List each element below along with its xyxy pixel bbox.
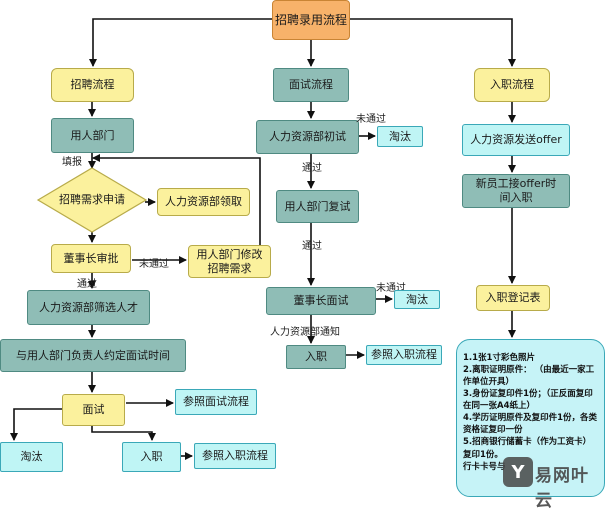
chairman-approve-node[interactable]: 董事长审批 [51, 244, 131, 273]
dept-modify-node[interactable]: 用人部门修改招聘需求 [188, 245, 271, 278]
onboard-node[interactable]: 入职 [286, 345, 346, 369]
note-line: 复印1份。 [463, 449, 503, 460]
connector [92, 154, 261, 250]
watermark: Y 易网叶云 [503, 453, 603, 511]
watermark-logo-icon: Y [503, 457, 533, 487]
fill-label: 填报 [62, 157, 82, 168]
demand-apply-decision[interactable]: 招聘需求申请 [59, 193, 125, 207]
note-line: 5.招商银行储蓄卡（作为工资卡） [463, 437, 592, 448]
hr-first-interview-node[interactable]: 人力资源部初试 [256, 120, 359, 154]
note-line: 1.1张1寸彩色照片 [463, 353, 535, 363]
eliminate-node[interactable]: 淘汰 [377, 126, 423, 147]
ref-onboard-process[interactable]: 参照入职流程 [366, 345, 442, 365]
connector [349, 18, 516, 67]
ref-onboard-process[interactable]: 参照入职流程 [194, 443, 276, 469]
flowchart-connectors [10, 18, 516, 460]
note-line: 3.身份证复印件1份；（正反面复印 [463, 389, 593, 400]
not-passed-label: 未通过 [376, 283, 406, 294]
employing-dept-node[interactable]: 用人部门 [51, 118, 134, 153]
eliminate-node[interactable]: 淘汰 [394, 290, 440, 309]
note-line: 作单位开具） [463, 377, 515, 388]
note-line: 在同一张A4纸上） [463, 401, 535, 412]
hr-notify-label: 人力资源部通知 [270, 327, 340, 338]
watermark-text: 易网叶云 [535, 466, 589, 511]
onboard-node[interactable]: 入职 [122, 442, 181, 472]
not-passed-label: 未通过 [356, 114, 386, 125]
eliminate-node[interactable]: 淘汰 [0, 442, 63, 472]
hr-send-offer-node[interactable]: 人力资源发送offer [462, 124, 570, 156]
root-node[interactable]: 招聘录用流程 [272, 0, 350, 40]
dept-second-interview-node[interactable]: 用人部门复试 [276, 190, 359, 223]
interview-node[interactable]: 面试 [62, 394, 125, 426]
onboard-requirements-note: 1.1张1寸彩色照片 2.离职证明原件： （由最近一家工 作单位开具） 3.身份… [456, 339, 605, 497]
connector [89, 18, 273, 67]
note-line: 2.离职证明原件： （由最近一家工 [463, 365, 595, 376]
passed-label: 通过 [77, 279, 97, 290]
passed-label: 通过 [302, 163, 322, 174]
decision-diamond [36, 167, 148, 233]
hr-collect-node[interactable]: 人力资源部领取 [157, 188, 250, 216]
chairman-interview-node[interactable]: 董事长面试 [266, 287, 376, 315]
passed-label: 通过 [302, 241, 322, 252]
note-line: 4.学历证明原件及复印件1份，各类 [463, 413, 598, 424]
recruit-process-header[interactable]: 招聘流程 [51, 68, 134, 102]
hr-screen-node[interactable]: 人力资源部筛选人才 [27, 290, 150, 325]
connector [10, 408, 62, 441]
not-passed-label: 未通过 [139, 259, 169, 270]
ref-interview-process[interactable]: 参照面试流程 [175, 389, 257, 415]
note-line: 行卡卡号与 [463, 461, 506, 472]
onboard-process-header[interactable]: 入职流程 [474, 68, 550, 102]
interview-process-header[interactable]: 面试流程 [273, 68, 349, 102]
schedule-interview-node[interactable]: 与用人部门负责人约定面试时间 [0, 339, 186, 372]
new-employee-node[interactable]: 新员工接offer时间入职 [462, 174, 570, 208]
connector [91, 426, 156, 441]
note-line: 资格证复印一份 [463, 425, 523, 436]
register-form-node[interactable]: 入职登记表 [476, 285, 550, 311]
